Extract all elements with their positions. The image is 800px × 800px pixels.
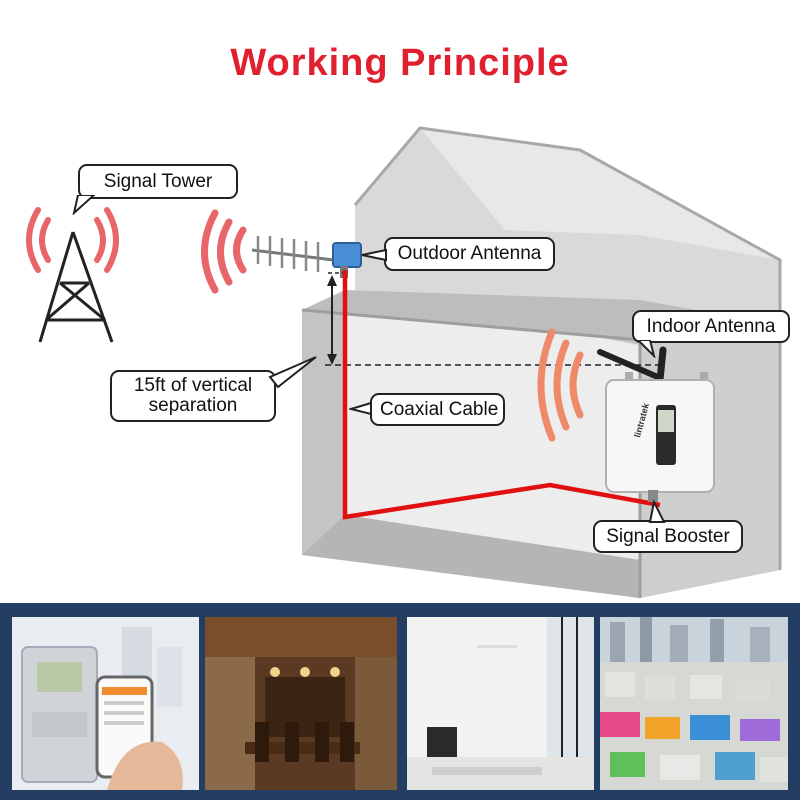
outdoor-antenna-icon (251, 236, 362, 278)
photo-city-buildings (600, 617, 788, 790)
signal-booster-device: lintratek (597, 346, 715, 502)
coaxial-cable-pointer (349, 402, 372, 416)
outdoor-wave-icon (201, 209, 247, 294)
coaxial-cable-label: Coaxial Cable (370, 393, 505, 426)
indoor-antenna-pointer (636, 340, 656, 358)
outdoor-antenna-pointer (361, 248, 387, 262)
vertical-separation-marker (325, 272, 660, 366)
coaxial-cable (342, 270, 661, 520)
vertical-separation-pointer (268, 356, 317, 389)
signal-tower-pointer (72, 195, 96, 215)
signal-tower-label: Signal Tower (78, 164, 238, 199)
tower-wave-left-icon (26, 207, 51, 273)
photo-dining-room (205, 617, 397, 790)
indoor-wave-icon (537, 328, 584, 442)
signal-booster-pointer (648, 500, 666, 523)
signal-booster-label: Signal Booster (593, 520, 743, 553)
photo-living-room (407, 617, 594, 790)
vertical-separation-label: 15ft of vertical separation (110, 370, 276, 422)
page-title: Working Principle (230, 42, 570, 84)
outdoor-antenna-label: Outdoor Antenna (384, 237, 555, 271)
photo-smart-meter-phone (12, 617, 199, 790)
signal-tower-icon (38, 231, 114, 343)
indoor-antenna-label: Indoor Antenna (632, 310, 790, 343)
working-principle-diagram: lintratek (26, 126, 782, 598)
application-photos-band (0, 603, 800, 800)
tower-wave-right-icon (94, 207, 119, 273)
